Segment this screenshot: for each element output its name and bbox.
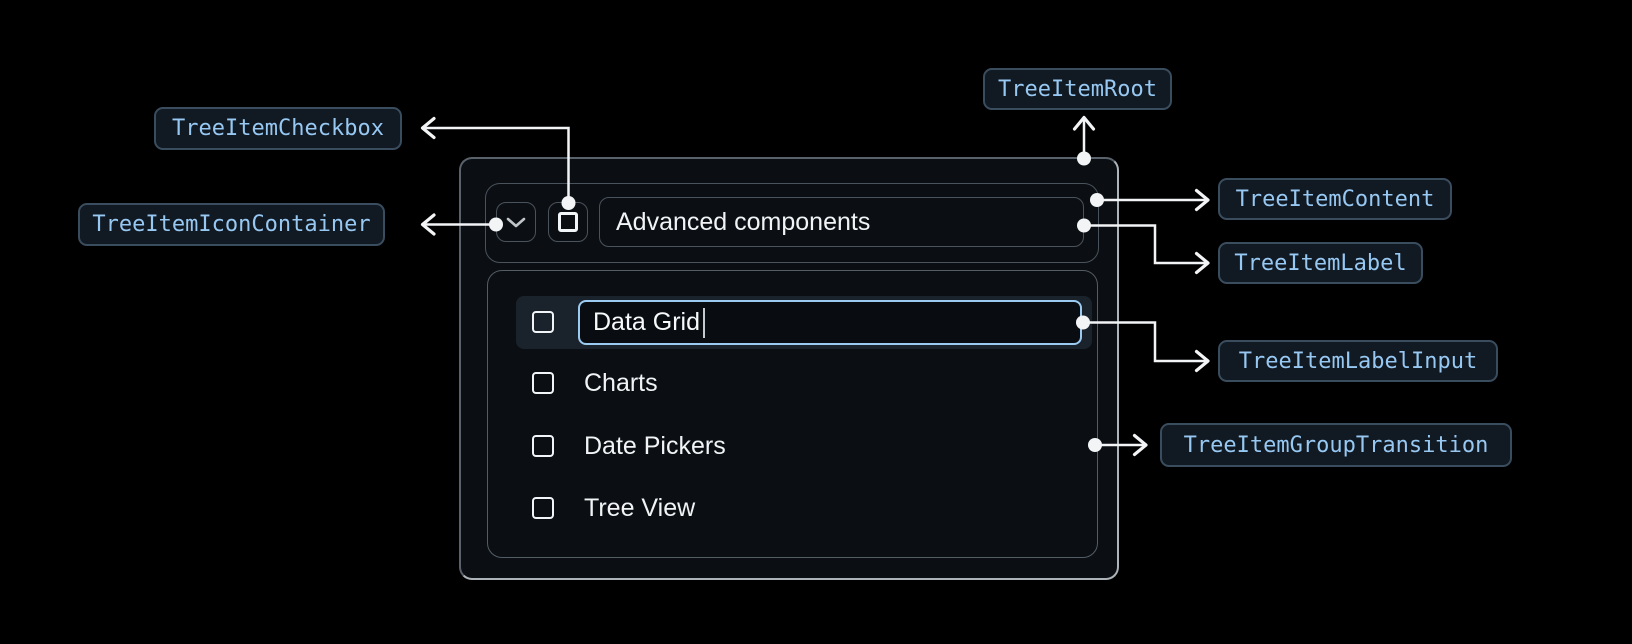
tree-item-row-editing[interactable]: Data Grid (516, 296, 1092, 349)
annotation-label: TreeItemIconContainer (92, 212, 371, 237)
tree-item-checkbox-button[interactable] (548, 202, 588, 242)
annotation-label: TreeItemContent (1235, 186, 1435, 212)
annotation-badge-tree-item-label-input: TreeItemLabelInput (1218, 340, 1498, 382)
tree-item-label-box[interactable]: Advanced components (599, 197, 1084, 247)
tree-item-label-text: Charts (584, 369, 658, 397)
tree-item-root-box: Advanced components Data Grid Charts Dat… (459, 157, 1119, 580)
checkbox-unchecked-icon[interactable] (532, 311, 554, 333)
tree-item-label-input-field[interactable]: Data Grid (578, 300, 1082, 345)
annotation-label: TreeItemRoot (998, 76, 1157, 102)
annotation-badge-tree-item-content: TreeItemContent (1218, 178, 1452, 220)
tree-item-group-box: Data Grid Charts Date Pickers Tree View (487, 270, 1098, 558)
checkbox-unchecked-icon[interactable] (532, 435, 554, 457)
tree-item-row[interactable]: Charts (516, 357, 1092, 410)
checkbox-unchecked-icon (558, 212, 578, 232)
chevron-down-icon (506, 217, 526, 227)
annotation-badge-tree-item-checkbox: TreeItemCheckbox (154, 107, 402, 150)
tree-item-label-text: Tree View (584, 494, 696, 522)
annotation-badge-tree-item-label: TreeItemLabel (1218, 242, 1423, 284)
checkbox-unchecked-icon[interactable] (532, 497, 554, 519)
tree-item-label-text: Advanced components (616, 207, 871, 236)
label-input-value: Data Grid (593, 308, 700, 336)
annotation-label: TreeItemGroupTransition (1183, 432, 1489, 458)
annotation-badge-tree-item-icon-container: TreeItemIconContainer (78, 203, 385, 246)
annotation-label: TreeItemCheckbox (172, 116, 384, 141)
tree-item-row[interactable]: Date Pickers (516, 420, 1092, 473)
tree-item-row[interactable]: Tree View (516, 482, 1092, 535)
text-caret (702, 307, 706, 338)
annotation-label: TreeItemLabel (1234, 250, 1407, 276)
tree-item-icon-container[interactable] (496, 202, 536, 242)
tree-item-content-box[interactable]: Advanced components (485, 183, 1099, 263)
checkbox-unchecked-icon[interactable] (532, 372, 554, 394)
annotation-badge-tree-item-root: TreeItemRoot (983, 68, 1172, 110)
tree-item-label-text: Date Pickers (584, 432, 726, 460)
annotation-label: TreeItemLabelInput (1238, 348, 1478, 374)
annotation-badge-tree-item-group-transition: TreeItemGroupTransition (1160, 423, 1512, 467)
